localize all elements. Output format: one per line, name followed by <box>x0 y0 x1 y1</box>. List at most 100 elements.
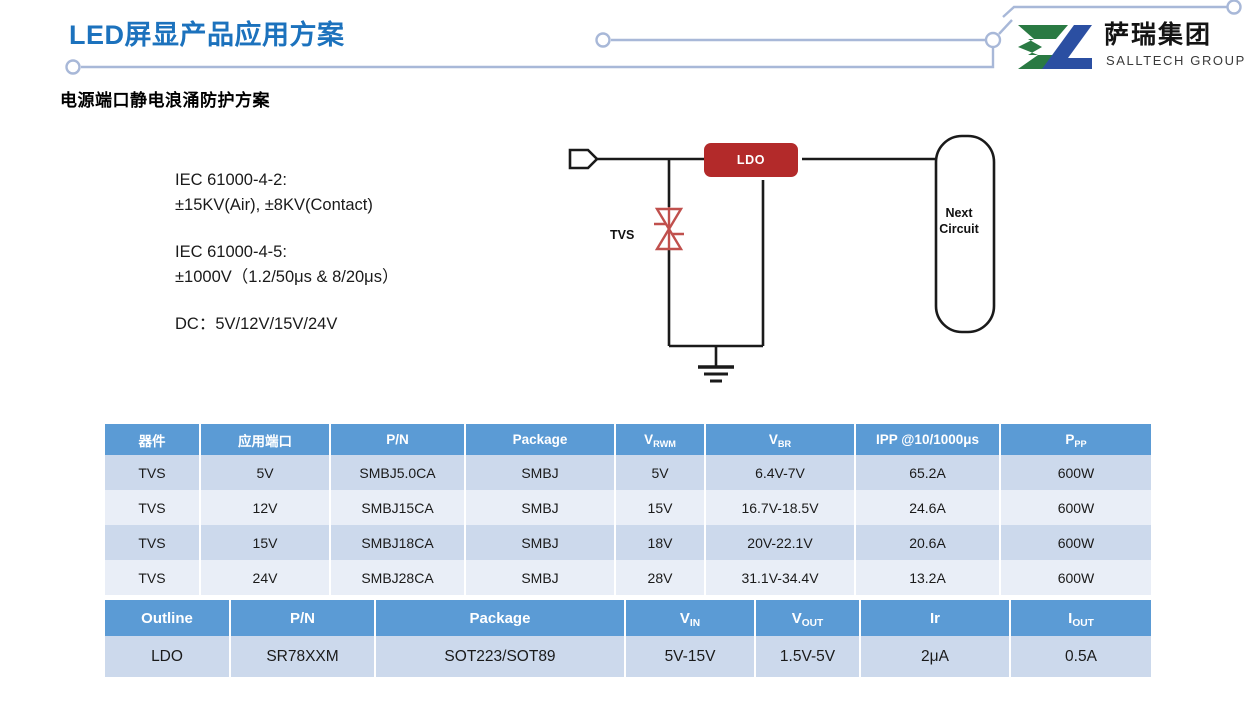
tvs-table-cell-r1-c5: 16.7V-18.5V <box>704 490 856 525</box>
ldo-table-col-header-sub-4: OUT <box>801 617 824 629</box>
tvs-table-cell-r2-c1: 15V <box>199 525 331 560</box>
spec-block-esd: IEC 61000-4-2: ±15KV(Air), ±8KV(Contact) <box>175 168 505 218</box>
ldo-table-col-header-6: IOUT <box>1009 600 1151 636</box>
tvs-table-col-header-3: Package <box>464 424 616 455</box>
ldo-table-col-header-5: Ir <box>859 600 1011 636</box>
brand-logo: 萨瑞集团 SALLTECH GROUP <box>1016 20 1248 74</box>
tvs-table-cell-r3-c2: SMBJ28CA <box>329 560 466 595</box>
circuit-diagram <box>568 134 996 383</box>
input-connector-icon <box>568 148 599 170</box>
tvs-diode-icon <box>654 207 684 251</box>
spec-dc-value: DC：5V/12V/15V/24V <box>175 315 338 333</box>
ldo-table-col-header-text-4: V <box>791 609 802 627</box>
page-title: LED屏显产品应用方案 <box>69 20 345 50</box>
tvs-table-cell-r0-c4: 5V <box>614 455 706 490</box>
deco-circle-lower-left <box>65 59 81 75</box>
ldo-table-cell-r0-c6: 0.5A <box>1009 636 1151 677</box>
tvs-table-cell-r1-c3: SMBJ <box>464 490 616 525</box>
ldo-table-col-header-text-2: Package <box>469 609 531 627</box>
ldo-block: LDO <box>704 143 798 177</box>
ldo-table-cell-r0-c1: SR78XXM <box>229 636 376 677</box>
tvs-table-cell-r0-c7: 600W <box>999 455 1151 490</box>
ldo-table-col-header-0: Outline <box>105 600 231 636</box>
tvs-table-col-header-4: VRWM <box>614 424 706 455</box>
ground-symbol-icon <box>698 365 734 383</box>
tvs-table-col-header-sub-5: BR <box>777 438 792 449</box>
tvs-table-cell-r1-c2: SMBJ15CA <box>329 490 466 525</box>
next-circuit-label: Next Circuit <box>928 205 990 237</box>
tvs-table-col-header-text-7: P <box>1065 432 1075 447</box>
tvs-table-cell-r1-c0: TVS <box>105 490 201 525</box>
ldo-table-cell-r0-c5: 2μA <box>859 636 1011 677</box>
tvs-table-cell-r3-c0: TVS <box>105 560 201 595</box>
tvs-table-cell-r2-c4: 18V <box>614 525 706 560</box>
spec-text-block: IEC 61000-4-2: ±15KV(Air), ±8KV(Contact)… <box>175 168 505 337</box>
tvs-table-col-header-sub-4: RWM <box>653 438 676 449</box>
ldo-table-cell-r0-c3: 5V-15V <box>624 636 756 677</box>
tvs-table-col-header-5: VBR <box>704 424 856 455</box>
ldo-table-col-header-3: VIN <box>624 600 756 636</box>
ldo-table-col-header-1: P/N <box>229 600 376 636</box>
tvs-table-col-header-text-5: V <box>768 432 778 447</box>
tvs-table-cell-r1-c6: 24.6A <box>854 490 1001 525</box>
tvs-table-col-header-text-1: 应用端口 <box>238 433 292 449</box>
tvs-table-cell-r0-c6: 65.2A <box>854 455 1001 490</box>
tvs-table-col-header-0: 器件 <box>105 424 201 455</box>
tvs-table-cell-r0-c3: SMBJ <box>464 455 616 490</box>
salltech-logo-mark-icon <box>1018 25 1092 69</box>
ldo-table-col-header-2: Package <box>374 600 626 636</box>
spec-esd-standard: IEC 61000-4-2: <box>175 171 287 189</box>
ldo-table-col-header-text-3: V <box>679 609 690 627</box>
spec-block-surge: IEC 61000-4-5: ±1000V（1.2/50μs & 8/20μs） <box>175 240 505 290</box>
tvs-table-col-header-7: PPP <box>999 424 1151 455</box>
next-circuit-line1: Next <box>945 206 973 220</box>
section-title: 电源端口静电浪涌防护方案 <box>60 91 270 110</box>
spec-block-dc: DC：5V/12V/15V/24V <box>175 312 505 337</box>
next-circuit-box <box>934 134 996 334</box>
tvs-table-cell-r3-c4: 28V <box>614 560 706 595</box>
ldo-table-col-header-text-0: Outline <box>141 609 193 627</box>
ldo-table-col-header-sub-3: IN <box>689 617 701 629</box>
tvs-table-cell-r0-c5: 6.4V-7V <box>704 455 856 490</box>
deco-circle-middle-left <box>595 32 611 48</box>
tvs-table-cell-r2-c5: 20V-22.1V <box>704 525 856 560</box>
ldo-table-col-header-text-6: I <box>1068 609 1073 627</box>
logo-english-name: SALLTECH GROUP <box>1106 53 1246 68</box>
next-circuit-line2: Circuit <box>939 222 979 236</box>
tvs-table-col-header-sub-7: PP <box>1074 438 1087 449</box>
tvs-table-cell-r0-c1: 5V <box>199 455 331 490</box>
tvs-table-col-header-2: P/N <box>329 424 466 455</box>
spec-surge-standard: IEC 61000-4-5: <box>175 243 287 261</box>
deco-circle-node <box>984 31 1002 49</box>
tvs-table-cell-r0-c2: SMBJ5.0CA <box>329 455 466 490</box>
ldo-table-col-header-text-5: Ir <box>929 609 940 627</box>
tvs-table-cell-r1-c1: 12V <box>199 490 331 525</box>
tvs-table-col-header-text-0: 器件 <box>138 433 166 449</box>
ldo-table-col-header-sub-6: OUT <box>1072 617 1094 629</box>
tvs-table-cell-r3-c3: SMBJ <box>464 560 616 595</box>
ldo-table-cell-r0-c4: 1.5V-5V <box>754 636 861 677</box>
ldo-table-cell-r0-c0: LDO <box>105 636 231 677</box>
tvs-table-cell-r3-c7: 600W <box>999 560 1151 595</box>
tvs-table-col-header-text-4: V <box>644 432 654 447</box>
tvs-table-cell-r2-c7: 600W <box>999 525 1151 560</box>
spec-esd-value: ±15KV(Air), ±8KV(Contact) <box>175 196 373 214</box>
tvs-table-cell-r1-c7: 600W <box>999 490 1151 525</box>
logo-blue-base <box>1054 58 1092 69</box>
deco-top-line <box>1002 5 1228 18</box>
tvs-table-cell-r3-c1: 24V <box>199 560 331 595</box>
tvs-table-col-header-text-3: Package <box>512 432 568 447</box>
tvs-table-col-header-text-2: P/N <box>386 432 409 447</box>
ldo-table-cell-r0-c2: SOT223/SOT89 <box>374 636 626 677</box>
tvs-table-cell-r2-c0: TVS <box>105 525 201 560</box>
tvs-label: TVS <box>610 228 635 242</box>
